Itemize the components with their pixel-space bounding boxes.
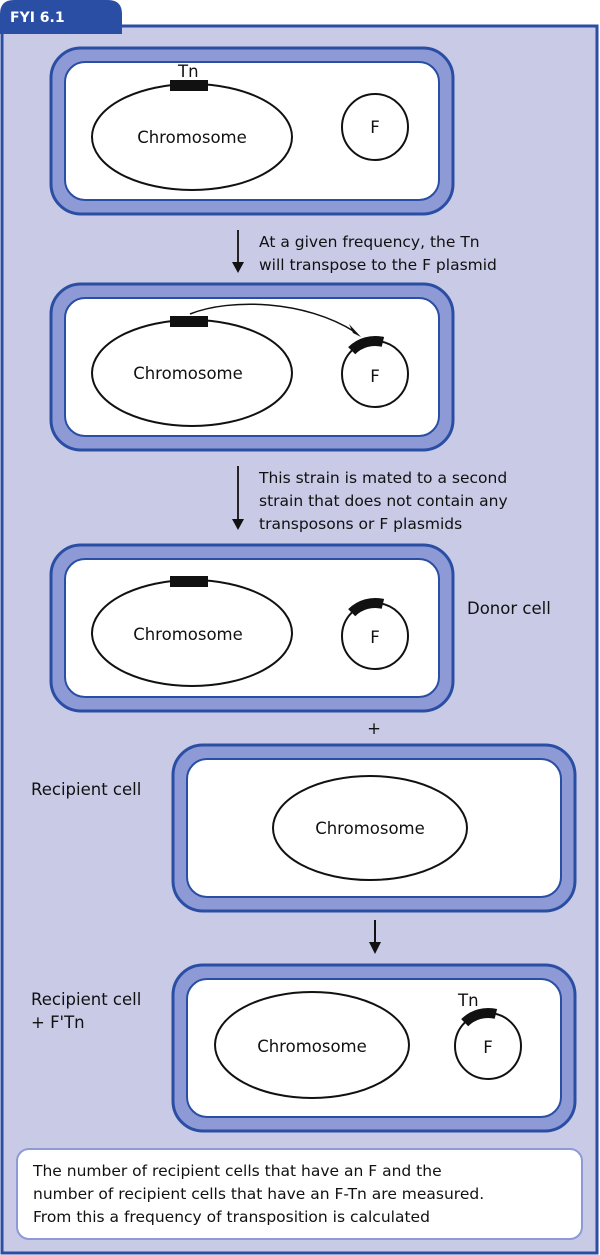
- donor-cell-chromosome-label: Chromosome: [133, 625, 243, 644]
- step-1-caption-line-2: will transpose to the F plasmid: [259, 256, 497, 274]
- cell-1: Tn Chromosome F: [49, 46, 455, 216]
- donor-cell-interior: [64, 558, 440, 698]
- step-1-caption-line-1: At a given frequency, the Tn: [259, 233, 480, 251]
- recipient-ftn-label-line-1: Recipient cell: [31, 990, 141, 1009]
- donor-cell-label: Donor cell: [467, 599, 551, 618]
- recipient-ftn-cell-f-tn-segment: [461, 1007, 498, 1027]
- cell-2-interior: [64, 297, 440, 437]
- cell-1-f-label: F: [370, 118, 380, 137]
- cell-1-tn-label: Tn: [177, 62, 199, 81]
- cell-1-interior: [64, 61, 440, 201]
- cell-2-f-label: F: [370, 367, 380, 386]
- recipient-ftn-cell-chromosome: [214, 991, 410, 1099]
- summary-line-1: The number of recipient cells that have …: [32, 1162, 442, 1180]
- recipient-cell: Chromosome: [171, 743, 577, 913]
- step-2-caption-line-3: transposons or F plasmids: [259, 515, 462, 533]
- recipient-cell-interior: [186, 758, 562, 898]
- cell-2-chromosome-label: Chromosome: [133, 364, 243, 383]
- recipient-ftn-cell-f-label: F: [483, 1038, 493, 1057]
- cell-2-f-tn-segment: [348, 335, 385, 355]
- summary-line-2: number of recipient cells that have an F…: [33, 1185, 484, 1203]
- step-2-arrow: [232, 466, 244, 530]
- summary-box: [16, 1148, 583, 1240]
- transposition-arrow: [189, 303, 356, 333]
- recipient-ftn-cell-tn-label: Tn: [457, 991, 479, 1010]
- header-tab: [0, 0, 122, 34]
- step-3-arrow: [369, 920, 381, 954]
- donor-cell-tn-segment: [170, 576, 208, 587]
- recipient-ftn-label-line-2: + F'Tn: [31, 1013, 85, 1032]
- donor-cell-f-tn-segment: [348, 597, 385, 617]
- recipient-cell-label: Recipient cell: [31, 780, 141, 799]
- recipient-cell-chromosome: [272, 775, 468, 881]
- recipient-ftn-cell-chromosome-label: Chromosome: [257, 1037, 367, 1056]
- cell-1-f-plasmid: [341, 93, 409, 161]
- plus-sign: +: [367, 719, 381, 738]
- recipient-ftn-cell-interior: [186, 978, 562, 1118]
- cell-2-tn-segment: [170, 316, 208, 327]
- cell-1-chromosome-label: Chromosome: [137, 128, 247, 147]
- donor-cell-f-label: F: [370, 628, 380, 647]
- cell-1-tn-segment: [170, 80, 208, 91]
- step-2-caption-line-1: This strain is mated to a second: [258, 469, 507, 487]
- header-tab-label: FYI 6.1: [10, 10, 65, 26]
- step-2-caption-line-2: strain that does not contain any: [259, 492, 508, 510]
- summary-line-3: From this a frequency of transposition i…: [33, 1208, 430, 1226]
- cell-2: Chromosome F: [49, 282, 455, 452]
- step-1-arrow: [232, 230, 244, 273]
- recipient-cell-chromosome-label: Chromosome: [315, 819, 425, 838]
- transposition-arrowhead: [349, 324, 361, 337]
- donor-cell: Chromosome F: [49, 543, 455, 713]
- recipient-ftn-cell: Chromosome Tn F: [171, 963, 577, 1133]
